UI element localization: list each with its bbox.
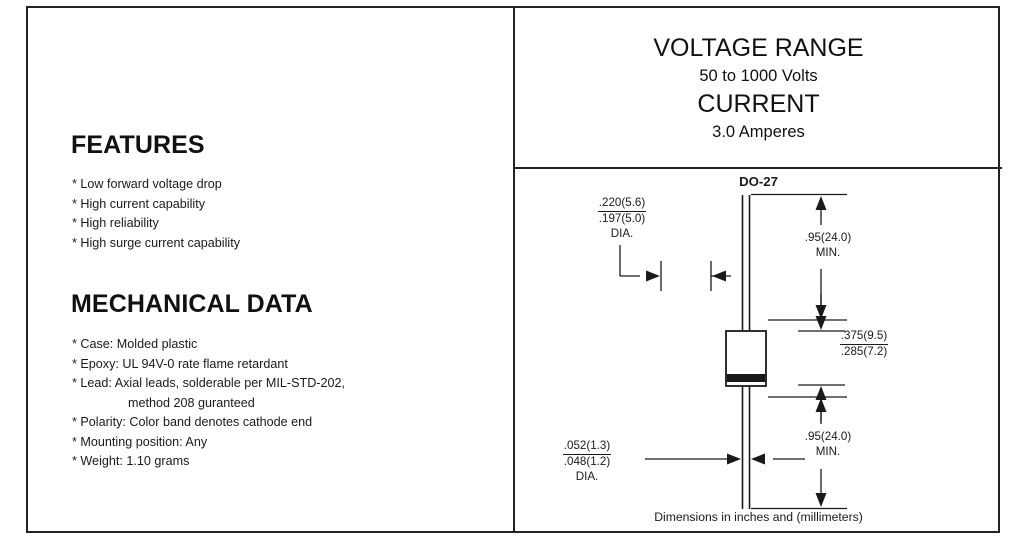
list-item-continuation: method 208 guranteed	[128, 395, 255, 410]
list-item: * Mounting position: Any	[72, 434, 208, 449]
list-item: * High reliability	[72, 216, 159, 230]
voltage-range-heading: VOLTAGE RANGE	[653, 33, 864, 62]
mechanical-data-heading: MECHANICAL DATA	[71, 290, 313, 318]
voltage-range-value: 50 to 1000 Volts	[699, 66, 818, 85]
left-pane: FEATURES * Low forward voltage drop * Hi…	[28, 8, 515, 531]
list-item: * Weight: 1.10 grams	[72, 454, 190, 468]
package-type-label: DO-27	[739, 174, 778, 189]
body-diameter-dimension: .220(5.6) .197(5.0) DIA.	[562, 196, 682, 241]
body-length-dimension: .375(9.5) .285(7.2)	[804, 329, 924, 360]
lead-length-bottom-dimension: .95(24.0) MIN.	[773, 430, 883, 459]
list-item: * High current capability	[72, 196, 205, 211]
body-diameter-min: .197(5.0)	[598, 212, 646, 225]
package-outline-block: DO-27	[515, 169, 1002, 531]
body-length-min: .285(7.2)	[840, 345, 888, 358]
package-drawing: DO-27	[515, 169, 1002, 535]
body-diameter-suffix: DIA.	[610, 226, 634, 240]
lead-diameter-suffix: DIA.	[575, 469, 599, 483]
features-heading: FEATURES	[71, 131, 205, 159]
list-item: * Epoxy: UL 94V-0 rate flame retardant	[72, 356, 288, 371]
lead-length-top-value: .95(24.0)	[804, 231, 852, 244]
list-item: * High surge current capability	[72, 235, 240, 250]
features-list: * Low forward voltage drop * High curren…	[72, 175, 240, 253]
datasheet-frame: FEATURES * Low forward voltage drop * Hi…	[26, 6, 1002, 533]
lead-length-top-dimension: .95(24.0) MIN.	[773, 231, 883, 260]
list-item: * Case: Molded plastic	[72, 337, 198, 351]
dimensions-caption: Dimensions in inches and (millimeters)	[654, 510, 863, 524]
cathode-band	[726, 374, 766, 382]
right-pane: VOLTAGE RANGE 50 to 1000 Volts CURRENT 3…	[515, 8, 1002, 531]
lead-length-bottom-qualifier: MIN.	[815, 444, 841, 458]
lead-length-bottom-value: .95(24.0)	[804, 430, 852, 443]
body-diameter-max: .220(5.6)	[597, 196, 647, 212]
current-value: 3.0 Amperes	[712, 122, 805, 141]
ratings-block: VOLTAGE RANGE 50 to 1000 Volts CURRENT 3…	[515, 8, 1002, 169]
list-item: * Low forward voltage drop	[72, 177, 222, 191]
list-item: * Lead: Axial leads, solderable per MIL-…	[72, 376, 346, 390]
package-geometry-svg	[619, 193, 847, 510]
current-heading: CURRENT	[697, 89, 820, 118]
lead-length-top-qualifier: MIN.	[815, 245, 841, 259]
list-item: * Polarity: Color band denotes cathode e…	[72, 415, 313, 429]
lead-diameter-dimension: .052(1.3) .048(1.2) DIA.	[527, 439, 647, 484]
body-length-max: .375(9.5)	[839, 329, 889, 345]
lead-diameter-min: .048(1.2)	[563, 455, 611, 468]
dimension-arrowheads	[646, 196, 827, 507]
mechanical-data-list: * Case: Molded plastic * Epoxy: UL 94V-0…	[72, 335, 345, 472]
lead-diameter-max: .052(1.3)	[562, 439, 612, 455]
